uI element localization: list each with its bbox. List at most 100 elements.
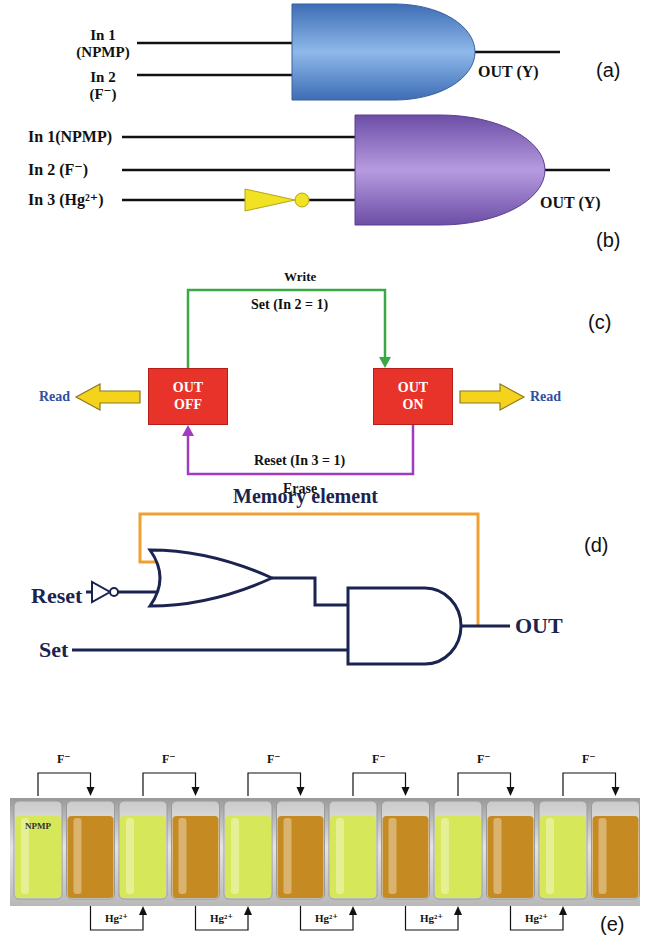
arrow-head — [297, 787, 305, 796]
vial-glass — [382, 801, 430, 899]
bracket-line — [458, 773, 511, 796]
bracket-line — [38, 773, 91, 796]
arrow-head — [559, 906, 567, 915]
read-arrow — [76, 384, 140, 410]
vial-glass — [592, 801, 640, 899]
vial-liquid — [68, 816, 114, 898]
vial-glass — [119, 801, 167, 899]
vial-liquid — [173, 816, 219, 898]
vial-liquid — [488, 816, 534, 898]
not-bubble — [110, 588, 118, 596]
bracket-line — [248, 773, 301, 796]
read-label: Read — [39, 389, 70, 405]
input-label: In 2 (F⁻) — [79, 69, 127, 104]
output-wire — [545, 169, 610, 172]
reagent-label: Hg²⁺ — [525, 912, 548, 925]
or-gate — [150, 550, 272, 606]
not-gate — [92, 582, 110, 602]
vial-glass — [67, 801, 115, 899]
and-gate — [355, 115, 545, 225]
arrow-head — [192, 787, 200, 796]
vial-liquid — [435, 816, 481, 898]
vial-liquid — [225, 816, 271, 898]
vial-liquid — [278, 816, 324, 898]
vial-highlight — [494, 818, 502, 894]
state-text: OUT OFF — [165, 380, 211, 412]
connector-line — [188, 425, 413, 474]
arrow-head — [379, 357, 391, 368]
input-wire — [122, 199, 245, 202]
panel-letter: (e) — [600, 913, 624, 936]
output-label: OUT (Y) — [478, 63, 539, 81]
vial-liquid — [330, 816, 376, 898]
vial-highlight — [74, 818, 82, 894]
input-label: In 2 (F⁻) — [28, 161, 88, 179]
signal-label: Set — [39, 637, 68, 662]
bracket-line — [143, 773, 196, 796]
vial-liquid — [540, 816, 586, 898]
signal-label: Reset — [31, 583, 82, 608]
state-connector — [188, 290, 391, 368]
input-wire — [122, 136, 355, 139]
reagent-label: Hg²⁺ — [210, 912, 233, 925]
input-wire — [137, 42, 292, 45]
input-label: In 1 (NPMP) — [74, 27, 132, 62]
vial-liquid — [15, 816, 61, 898]
photo-ground — [10, 798, 640, 906]
and-gate — [348, 588, 461, 664]
input-wire — [137, 74, 292, 77]
vial-highlight — [336, 818, 344, 894]
vial-highlight — [546, 818, 554, 894]
vial-highlight — [284, 818, 292, 894]
vial-highlight — [599, 818, 607, 894]
reset-wire — [118, 591, 158, 594]
vial-row — [14, 801, 640, 899]
output-label: OUT (Y) — [540, 194, 601, 212]
input-wire — [122, 169, 355, 172]
state-connector — [182, 425, 413, 474]
edge-label: Reset (In 3 = 1) — [254, 453, 345, 469]
vial-liquid — [383, 816, 429, 898]
edge-label: Set (In 2 = 1) — [251, 297, 328, 313]
vial-highlight — [126, 818, 134, 894]
output-wire — [475, 51, 560, 54]
vial-glass — [434, 801, 482, 899]
vial-glass — [14, 801, 62, 899]
reagent-label: F⁻ — [267, 753, 281, 767]
input-wire — [309, 199, 355, 202]
vial-glass — [487, 801, 535, 899]
vial-highlight — [441, 818, 449, 894]
arrow-head — [612, 787, 620, 796]
bracket-line — [563, 773, 616, 796]
arrow-head — [244, 906, 252, 915]
arrow-head — [182, 425, 194, 436]
set-wire — [72, 649, 348, 652]
input-label: In 1(NPMP) — [28, 128, 112, 146]
not-bubble — [295, 193, 309, 207]
arrow-head — [87, 787, 95, 796]
bracket-row — [38, 773, 620, 930]
state-box: OUT ON — [373, 368, 453, 425]
state-box: OUT OFF — [148, 368, 228, 425]
vial-glass — [539, 801, 587, 899]
state-text: OUT ON — [390, 380, 436, 412]
reagent-label: Hg²⁺ — [315, 912, 338, 925]
panel-letter: (c) — [588, 311, 611, 334]
connector-line — [188, 290, 385, 368]
bracket-line — [406, 906, 459, 930]
vial-liquid — [593, 816, 639, 898]
arrow-head — [402, 787, 410, 796]
vial-glass — [329, 801, 377, 899]
reagent-label: F⁻ — [57, 753, 71, 767]
reagent-label: F⁻ — [372, 753, 386, 767]
vial-glass — [277, 801, 325, 899]
bracket-line — [353, 773, 406, 796]
arrow-head — [507, 787, 515, 796]
reagent-label: Hg²⁺ — [105, 912, 128, 925]
vial-highlight — [179, 818, 187, 894]
vial-highlight — [231, 818, 239, 894]
reagent-label: F⁻ — [582, 753, 596, 767]
vial-label: NPMP — [25, 821, 51, 831]
output-wire — [461, 625, 510, 628]
